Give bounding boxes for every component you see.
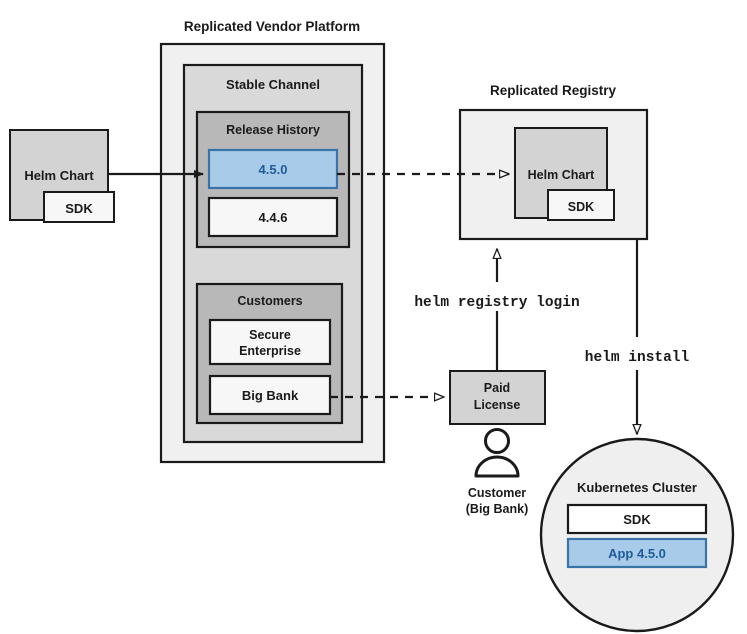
customer-actor-line1: Customer bbox=[468, 486, 526, 500]
person-head-icon bbox=[484, 428, 510, 454]
registry-sdk-box bbox=[547, 189, 615, 221]
vendor-platform-title: Replicated Vendor Platform bbox=[184, 19, 360, 34]
registry-helm-chart-label: Helm Chart bbox=[528, 168, 596, 182]
source-sdk-label: SDK bbox=[65, 201, 93, 216]
customer-actor: Customer (Big Bank) bbox=[466, 428, 529, 516]
release-item-446[interactable]: 4.4.6 bbox=[207, 196, 339, 238]
registry-title: Replicated Registry bbox=[490, 83, 617, 98]
customer-big-bank-box[interactable] bbox=[208, 374, 332, 416]
cluster-sdk-label: SDK bbox=[623, 512, 651, 527]
source-helm-chart: Helm Chart SDK bbox=[9, 129, 115, 223]
customer-big-bank-label: Big Bank bbox=[242, 388, 299, 403]
customer-item-secure-enterprise[interactable]: Secure Enterprise bbox=[208, 318, 332, 366]
release-450-box[interactable] bbox=[207, 148, 339, 190]
kubernetes-cluster-label: Kubernetes Cluster bbox=[577, 480, 697, 495]
release-450-label: 4.5.0 bbox=[259, 162, 288, 177]
customer-secure-enterprise-box[interactable] bbox=[208, 318, 332, 366]
person-body-icon bbox=[474, 455, 520, 478]
customer-item-big-bank[interactable]: Big Bank bbox=[208, 374, 332, 416]
cluster-app-box bbox=[566, 537, 708, 569]
customers-label: Customers bbox=[237, 294, 302, 308]
paid-license-line2: License bbox=[474, 398, 521, 412]
source-sdk-box bbox=[43, 191, 115, 223]
registry-sdk-label: SDK bbox=[568, 200, 594, 214]
customer-secure-enterprise-line2: Enterprise bbox=[239, 344, 301, 358]
source-helm-chart-label: Helm Chart bbox=[24, 168, 94, 183]
customer-actor-line2: (Big Bank) bbox=[466, 502, 529, 516]
helm-registry-login-command: helm registry login bbox=[414, 295, 579, 311]
registry-helm-chart: Helm Chart SDK bbox=[514, 127, 615, 221]
kubernetes-cluster-circle bbox=[539, 437, 735, 633]
stable-channel-label: Stable Channel bbox=[226, 77, 320, 92]
release-446-label: 4.4.6 bbox=[259, 210, 288, 225]
cluster-app-label: App 4.5.0 bbox=[608, 546, 666, 561]
release-item-450[interactable]: 4.5.0 bbox=[207, 148, 339, 190]
cluster-sdk-box bbox=[566, 503, 708, 535]
paid-license-line1: Paid bbox=[484, 381, 510, 395]
release-history-label: Release History bbox=[226, 123, 320, 137]
paid-license: Paid License bbox=[449, 370, 546, 425]
release-446-box[interactable] bbox=[207, 196, 339, 238]
customer-secure-enterprise-line1: Secure bbox=[249, 328, 291, 342]
helm-install-command: helm install bbox=[585, 350, 690, 366]
kubernetes-cluster: Kubernetes Cluster SDK App 4.5.0 bbox=[539, 437, 735, 633]
